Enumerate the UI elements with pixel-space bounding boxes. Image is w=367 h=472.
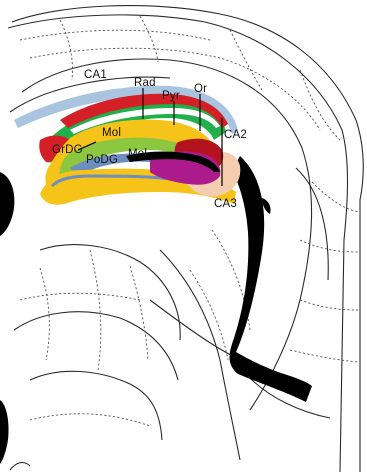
left-edge-black-1 <box>0 172 14 236</box>
hippocampus-regions <box>14 86 240 205</box>
label-rad: Rad <box>134 77 156 89</box>
label-mol-top: Mol <box>102 127 121 139</box>
label-pyr: Pyr <box>162 90 180 102</box>
label-ca2: CA2 <box>224 129 247 141</box>
ventricle-shapes <box>0 156 312 464</box>
label-mol-lower: Mol <box>128 148 147 160</box>
lateral-ventricle-band <box>230 156 312 402</box>
label-ca1: CA1 <box>84 69 107 81</box>
label-podg: PoDG <box>86 154 118 166</box>
label-grdg: GrDG <box>52 144 83 156</box>
label-or: Or <box>194 83 207 95</box>
brain-section-outline <box>8 6 363 472</box>
atlas-dashed-lines <box>20 16 360 426</box>
label-ca3: CA3 <box>214 198 237 210</box>
left-edge-black-2 <box>0 400 9 464</box>
